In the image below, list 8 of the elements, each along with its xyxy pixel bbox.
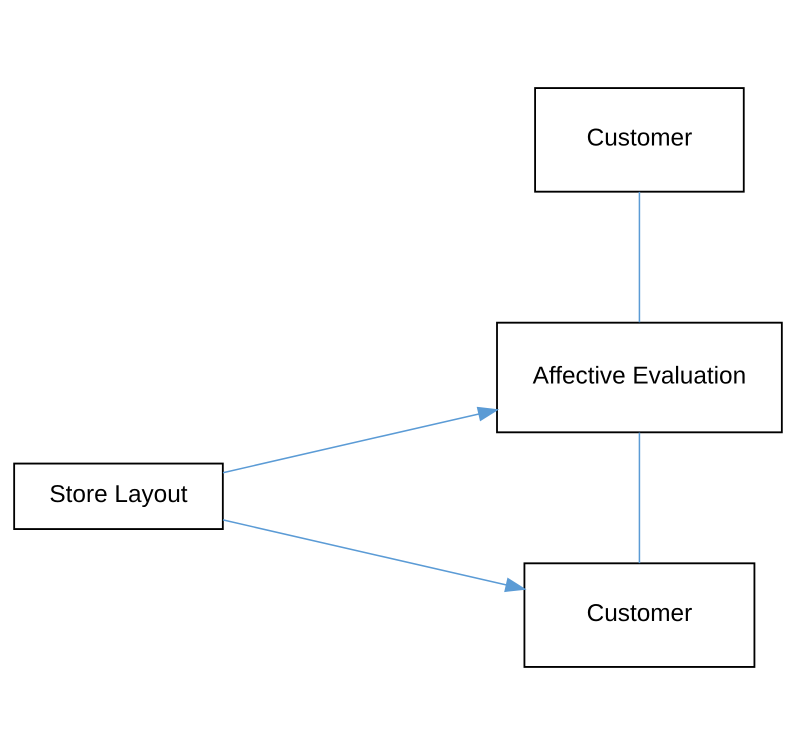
connector: [638, 191, 640, 322]
node-box: Affective Evaluation: [496, 321, 783, 433]
arrow: [222, 518, 527, 592]
connector: [638, 432, 640, 563]
arrow: [222, 406, 500, 473]
node-box: Customer: [524, 562, 756, 668]
node-box: Store Layout: [13, 462, 224, 530]
node-box: Customer: [534, 86, 745, 192]
